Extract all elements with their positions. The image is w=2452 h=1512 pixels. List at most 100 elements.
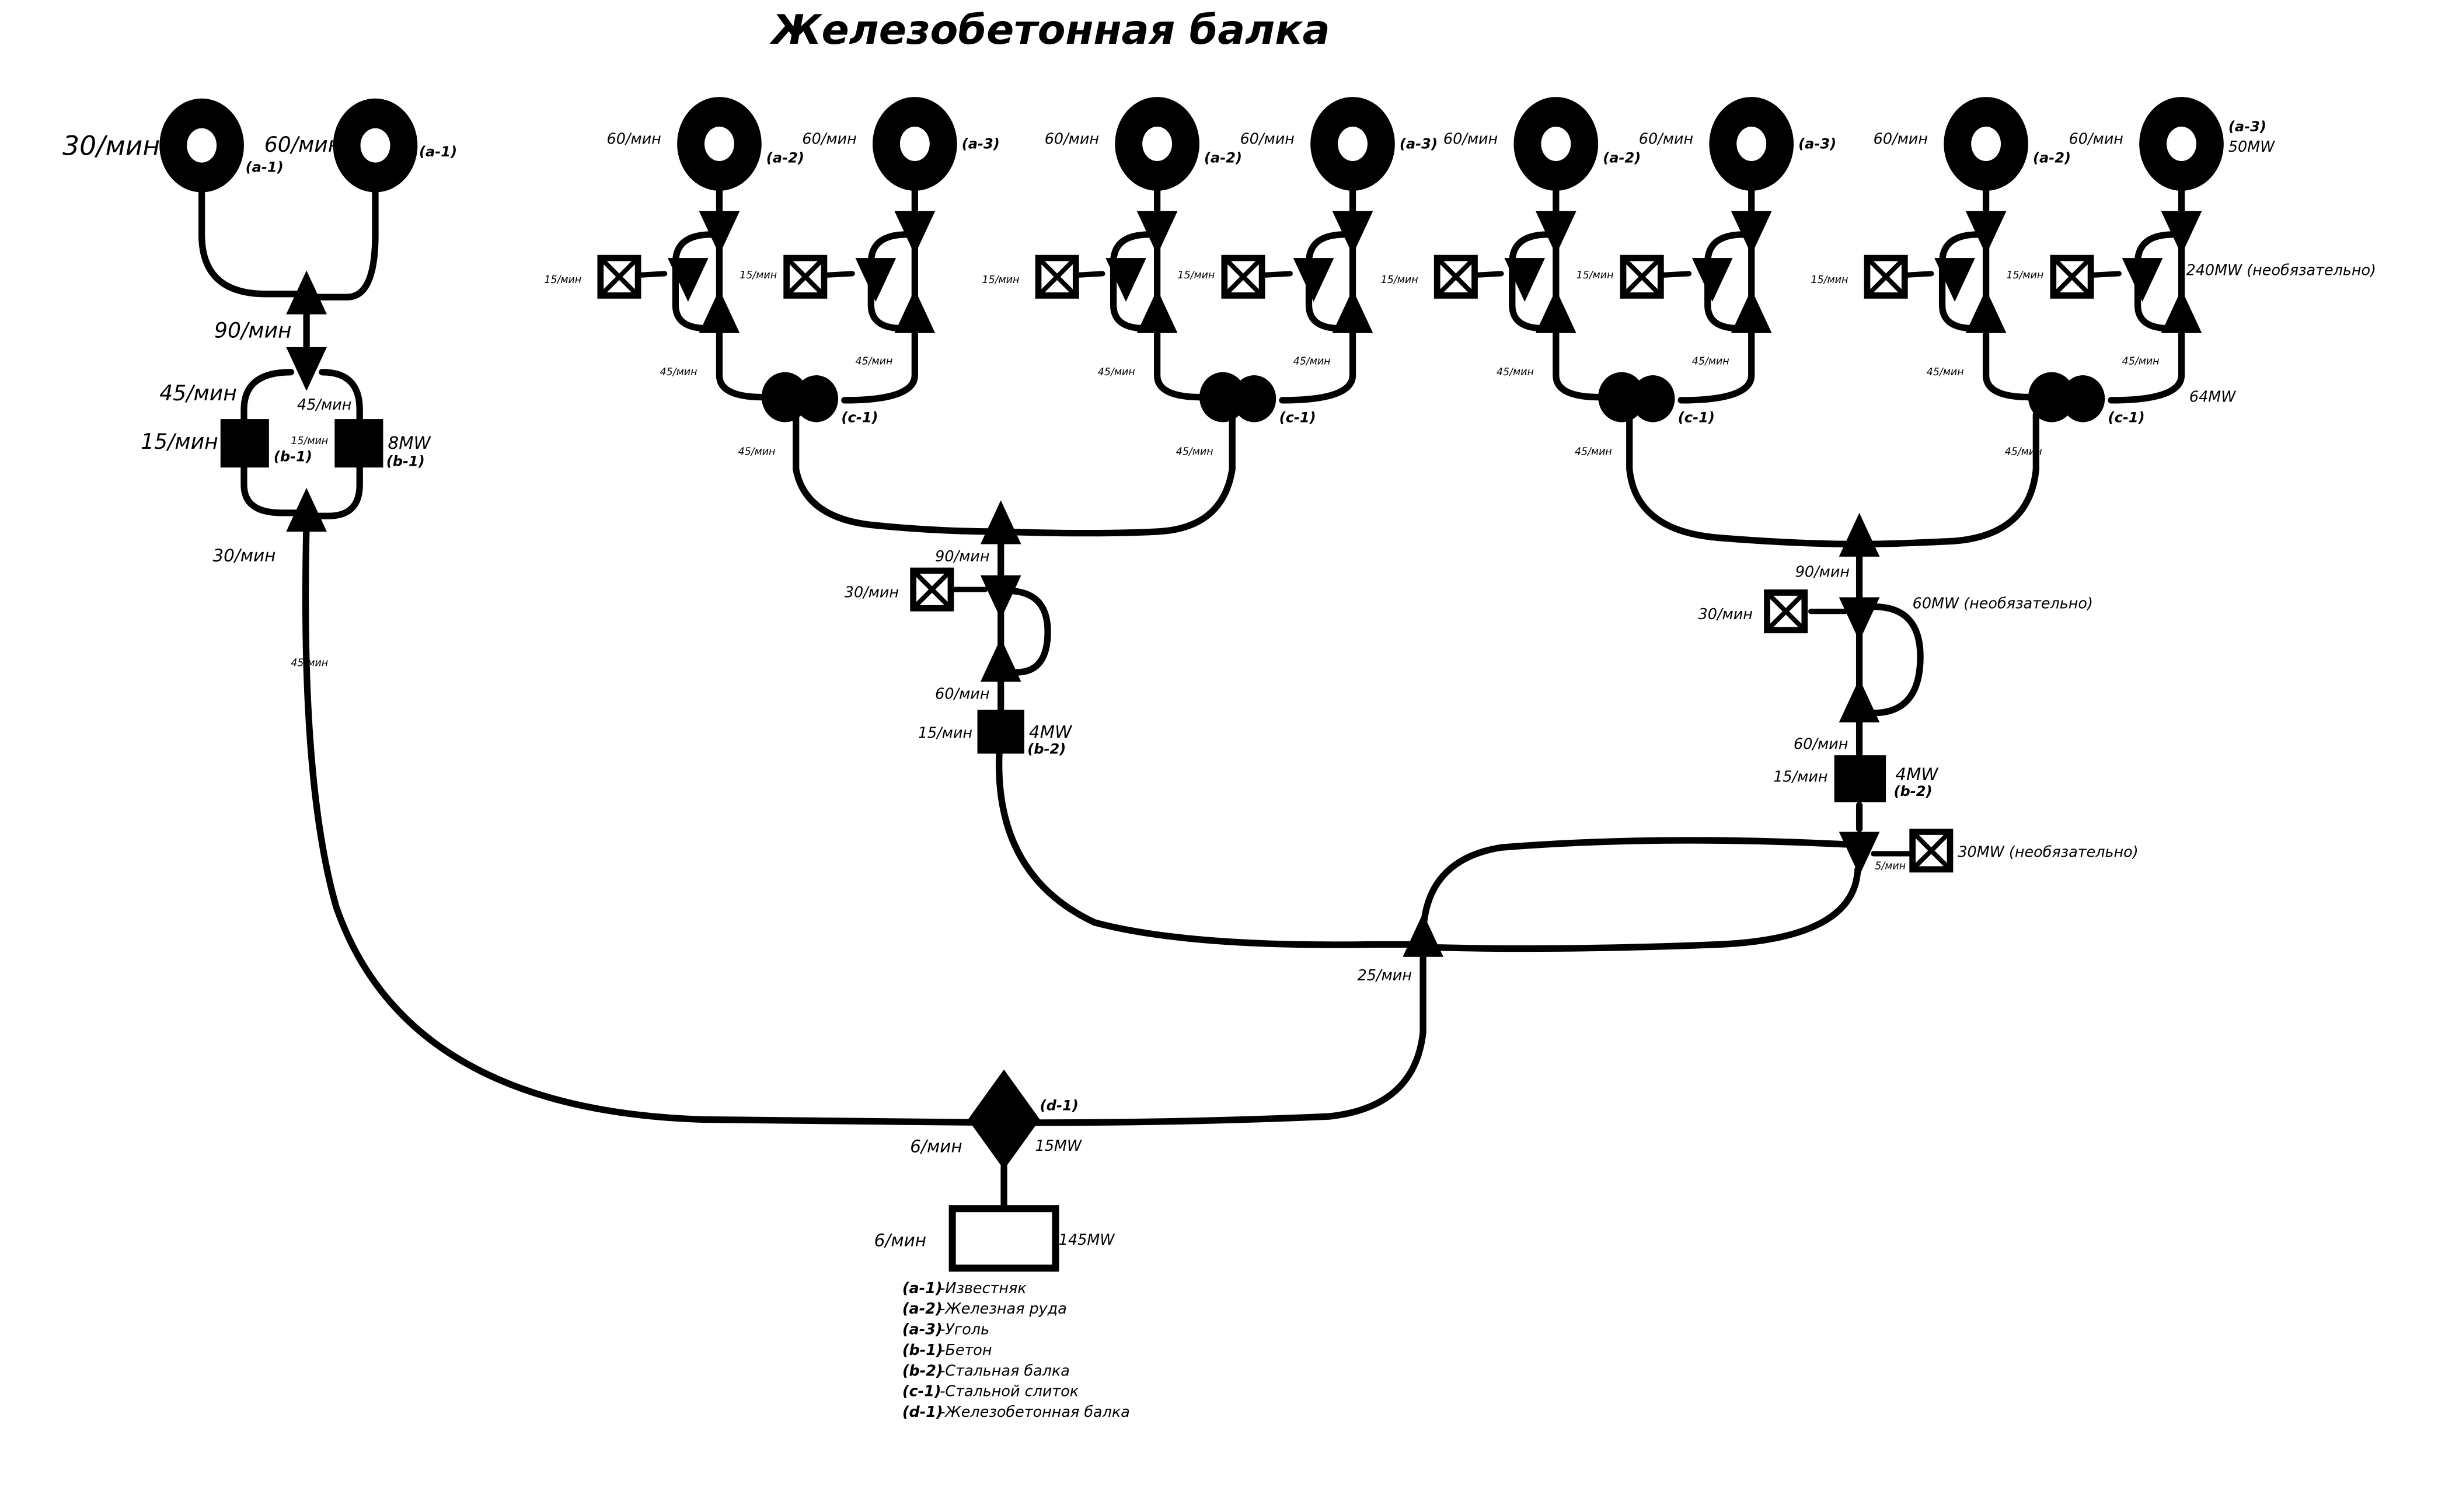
rate-label: 15/мин xyxy=(1576,270,1614,281)
rate-label: 60/мин xyxy=(607,131,661,148)
sink-icon xyxy=(787,258,824,295)
rate-label: 60/мин xyxy=(264,132,342,157)
power-label: 15MW xyxy=(1035,1137,1082,1155)
merger-icon xyxy=(1535,289,1576,333)
rate-label: 45/мин xyxy=(1927,366,1964,378)
rate-label: 15/мин xyxy=(918,725,972,742)
legend-key: (c-1) xyxy=(902,1383,941,1401)
merger-icon xyxy=(2161,289,2202,333)
tag-label: (c-1) xyxy=(2108,409,2145,425)
power-label: 240MW (необязательно) xyxy=(2186,262,2376,280)
miner-limestone-right xyxy=(333,98,418,193)
merger-icon xyxy=(1839,678,1880,722)
merger-icon xyxy=(1731,289,1772,333)
splitter-icon xyxy=(1293,258,1334,302)
miner-limestone-left xyxy=(159,98,244,193)
rate-label: 60/мин xyxy=(935,686,989,703)
beam-branch-right: 90/мин 30/мин 60MW (необязательно) 60/ми… xyxy=(1028,411,2139,1126)
rate-label: 45/мин xyxy=(1176,446,1213,458)
legend-item: (a-3)-Уголь xyxy=(902,1321,989,1339)
rate-label: 15/мин xyxy=(1773,769,1827,786)
tag-label: (a-3) xyxy=(1400,136,1438,152)
rate-label: 30/мин xyxy=(1698,606,1753,623)
foundry-icon xyxy=(761,372,809,422)
rate-label: 45/мин xyxy=(738,446,776,458)
constructor-steel-beam-left xyxy=(977,710,1024,754)
legend-key: (b-1) xyxy=(902,1342,943,1359)
legend-value: -Железобетонная балка xyxy=(940,1403,1130,1421)
rate-label: 90/мин xyxy=(1795,564,1850,581)
sink-icon xyxy=(1225,258,1262,295)
legend-key: (d-1) xyxy=(902,1403,943,1421)
merger-icon xyxy=(1965,289,2007,333)
power-label: 64MW xyxy=(2189,389,2236,406)
sink-icon xyxy=(1038,258,1076,295)
tag-label: (b-2) xyxy=(1894,783,1933,799)
concrete-branch: 30/мин (a-1) 60/мин (a-1) 90/мин 45/мин … xyxy=(62,98,1004,1126)
tag-label: (b-1) xyxy=(386,453,425,469)
miner-coal xyxy=(1709,97,1794,191)
tag-label: (b-2) xyxy=(1027,741,1066,757)
miner-iron-ore xyxy=(677,97,762,191)
rate-label: 6/мин xyxy=(910,1137,962,1157)
sink-icon xyxy=(1767,593,1805,630)
rate-label: 5/мин xyxy=(1875,861,1906,872)
rate-label: 45/мин xyxy=(1575,446,1612,458)
rate-label: 25/мин xyxy=(1358,967,1412,984)
sink-icon xyxy=(2053,258,2091,295)
power-label: 50MW xyxy=(2228,138,2275,156)
merger-icon xyxy=(1332,289,1373,333)
legend-key: (a-1) xyxy=(902,1280,943,1297)
rate-label: 45/мин xyxy=(291,657,328,669)
rate-label: 60/мин xyxy=(1794,735,1848,753)
tag-label: (a-3) xyxy=(2228,118,2266,135)
miner-iron-ore xyxy=(1944,97,2028,191)
sink-icon xyxy=(601,258,638,295)
splitter-icon xyxy=(855,258,897,302)
tag-label: (a-3) xyxy=(962,136,1000,152)
constructor-steel-beam-right xyxy=(1834,755,1886,802)
miner-iron-ore xyxy=(1115,97,1199,191)
rate-label: 45/мин xyxy=(2122,355,2160,367)
rate-label: 30/мин xyxy=(845,584,899,602)
legend-item: (c-1)-Стальной слиток xyxy=(902,1383,1079,1401)
foundry-groups: 60/мин (a-2) 60/мин (a-3) 15/мин 15/мин 45/мин… xyxy=(544,97,2376,458)
legend-value: -Стальной слиток xyxy=(940,1383,1079,1401)
legend-item: (a-1)-Известняк xyxy=(902,1280,1027,1297)
splitter-icon xyxy=(2122,258,2163,302)
constructor-concrete-left xyxy=(220,419,269,468)
sink-icon xyxy=(1913,832,1950,869)
tag-label: (a-3) xyxy=(1798,136,1836,152)
legend-item: (d-1)-Железобетонная балка xyxy=(902,1403,1130,1421)
rate-label: 90/мин xyxy=(935,548,989,565)
output-box xyxy=(948,1205,1059,1272)
merger-icon xyxy=(1839,512,1880,557)
power-label: 30MW (необязательно) xyxy=(1958,843,2138,861)
legend: (a-1)-Известняк(a-2)-Железная руда(a-3)-… xyxy=(902,1280,1130,1421)
rate-label: 6/мин xyxy=(874,1230,926,1250)
miner-coal xyxy=(2139,97,2224,191)
tag-label: (c-1) xyxy=(1678,409,1715,425)
merger-icon xyxy=(980,638,1021,682)
legend-key: (a-3) xyxy=(902,1321,943,1339)
rate-label: 15/мин xyxy=(291,435,328,447)
tag-label: (a-2) xyxy=(2033,150,2071,166)
rate-label: 45/мин xyxy=(660,366,697,378)
rate-label: 15/мин xyxy=(740,270,777,281)
splitter-icon xyxy=(286,347,327,391)
tag-label: (b-1) xyxy=(274,448,312,465)
merger-icon xyxy=(894,289,936,333)
rate-label: 60/мин xyxy=(802,131,856,148)
legend-value: -Бетон xyxy=(940,1342,992,1359)
sink-icon xyxy=(1867,258,1905,295)
power-label: 4MW xyxy=(1029,722,1073,742)
assembler-icon xyxy=(968,1069,1040,1170)
rate-label: 15/мин xyxy=(1811,274,1848,286)
rate-label: 15/мин xyxy=(2006,270,2043,281)
foundry-icon xyxy=(794,375,839,422)
rate-label: 30/мин xyxy=(212,546,275,565)
sink-icon xyxy=(1437,258,1474,295)
